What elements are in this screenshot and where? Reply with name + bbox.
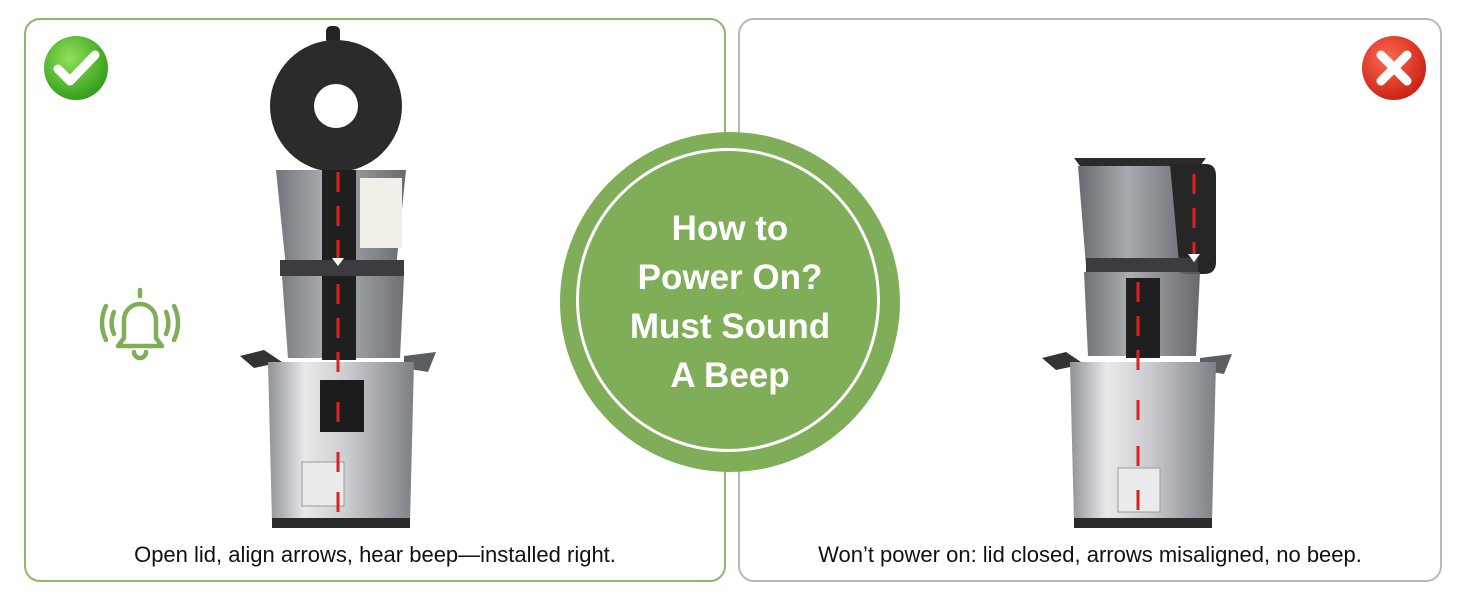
check-icon xyxy=(40,32,112,104)
cross-icon xyxy=(1358,32,1430,104)
correct-caption: Open lid, align arrows, hear beep—instal… xyxy=(134,542,616,567)
badge-title: How to Power On? Must Sound A Beep xyxy=(560,204,900,400)
bell-icon xyxy=(99,287,181,361)
badge-ring xyxy=(576,148,880,452)
incorrect-caption: Won’t power on: lid closed, arrows misal… xyxy=(818,542,1362,567)
juicer-closed-lid-image xyxy=(1042,158,1232,528)
juicer-open-lid-image xyxy=(240,26,436,528)
badge-line-4: A Beep xyxy=(670,356,790,395)
badge-line-3: Must Sound xyxy=(629,307,831,346)
badge-line-2: Power On? xyxy=(637,258,823,297)
badge-line-1: How to xyxy=(671,209,789,248)
how-to-power-on-badge: How to Power On? Must Sound A Beep xyxy=(560,132,900,472)
